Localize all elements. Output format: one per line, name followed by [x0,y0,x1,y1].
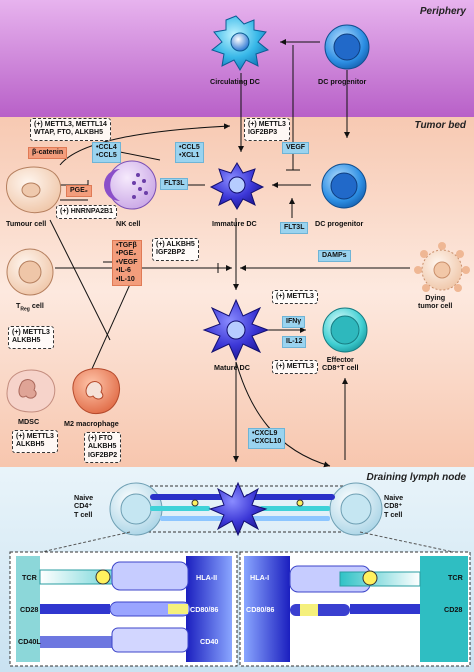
cd40l-label: CD40L [18,637,41,646]
immature-dc-label: Immature DC [212,219,257,228]
mettl3-right-top-box: (+) METTL3 [272,290,318,305]
ccl5-xcl1-box: •CCL5 •XCL1 [175,142,204,163]
tumour-cell-label: Tumour cell [6,219,47,228]
hla-i-label: HLA-I [250,573,270,582]
il12-box: IL-12 [282,336,307,349]
immature-dc-cell [209,162,265,210]
synapse-mini-receptors [150,494,335,521]
fto-group-box: (+) FTO ALKBH5 IGF2BP2 [84,432,122,464]
cxcl9-cxcl10-box: •CXCL9 •CXCL10 [248,428,286,449]
naive-cd4-label: Naive CD4⁺ T cell [74,493,94,519]
treg-cell [6,248,54,296]
tcr-left-label: TCR [22,573,37,582]
mettl3-alkbh5-mdsc-box: (+) METTL3 ALKBH5 [12,430,58,453]
mettl3-group-box: (+) METTL3, METTL14 WTAP, FTO, ALKBH5 [30,118,111,141]
tumor-bed-label: Tumor bed [414,120,466,131]
mdsc-label: MDSC [18,417,40,426]
mettl3-igf2bp3-box: (+) METTL3 IGF2BP3 [244,118,290,141]
cd28-left-label: CD28 [20,605,39,614]
damps-box: DAMPs [318,250,351,263]
m2-macrophage-cell [72,368,120,414]
cd8-membrane [420,556,468,662]
dc-progenitor-top-cell [324,24,370,70]
suppressive-factors-box: •TGFβ •PGE₂ •VEGF •IL-6 •IL-10 [112,240,142,286]
right-synapse-receptors [289,565,421,616]
ccl4-ccl5-box: •CCL4 •CCL5 [92,142,121,163]
m2-macrophage-label: M2 macrophage [64,419,119,428]
beta-catenin-box: β-catenin [28,147,68,160]
tcr-right-label: TCR [448,573,463,582]
nk-cell-label: NK cell [116,219,141,228]
dc-membrane-left [186,556,232,662]
tumour-cell [6,166,62,214]
lymph-node-dc-cell [208,481,268,537]
left-synapse-receptors [39,561,191,653]
vegf-top-box: VEGF [282,142,310,155]
flt3l-mid-box: FLT3L [160,178,189,191]
mdsc-cell [6,369,56,413]
dc-progenitor-top-label: DC progenitor [318,77,367,86]
mature-dc-label: Mature DC [214,363,250,372]
lymph-node-label: Draining lymph node [366,472,466,483]
pge2-box: PGE₂ [66,185,92,198]
effector-t-cell-label: Effector CD8⁺T cell [322,355,359,373]
dying-tumor-cell-label: Dying tumor cell [418,293,453,311]
naive-cd8-label: Naive CD8⁺ T cell [384,493,404,519]
periphery-label: Periphery [419,6,466,17]
dying-tumor-cell [414,242,470,292]
flt3l-right-box: FLT3L [280,222,309,235]
cd40-label: CD40 [200,637,219,646]
circulating-dc-label: Circulating DC [210,77,260,86]
mettl3-right-bottom-box: (+) METTL3 [272,360,318,375]
dc-membrane-right [244,556,290,662]
dc-progenitor-mid-cell [321,163,367,209]
alkbh5-igf2bp2-box: (+) ALKBH5 IGF2BP2 [152,238,199,261]
dc-progenitor-mid-label: DC progenitor [315,219,364,228]
naive-cd8-cell [329,482,383,536]
nk-cell [104,160,157,210]
ifng-box: IFNγ [282,316,306,329]
treg-cell-label: TReg cell [16,301,44,313]
effector-cd8-t-cell [322,307,368,353]
cd4-membrane [16,556,40,662]
mettl3-alkbh5-treg-box: (+) METTL3 ALKBH5 [8,326,54,349]
cd80-86-left-label: CD80/86 [190,605,219,614]
cd28-right-label: CD28 [444,605,463,614]
cd80-86-right-label: CD80/86 [246,605,275,614]
mature-dc-cell [202,298,270,362]
circulating-dc-cell [210,15,270,71]
hnrnpa2b1-box: (+) HNRNPA2B1 [56,205,117,220]
hla-ii-label: HLA-II [196,573,218,582]
